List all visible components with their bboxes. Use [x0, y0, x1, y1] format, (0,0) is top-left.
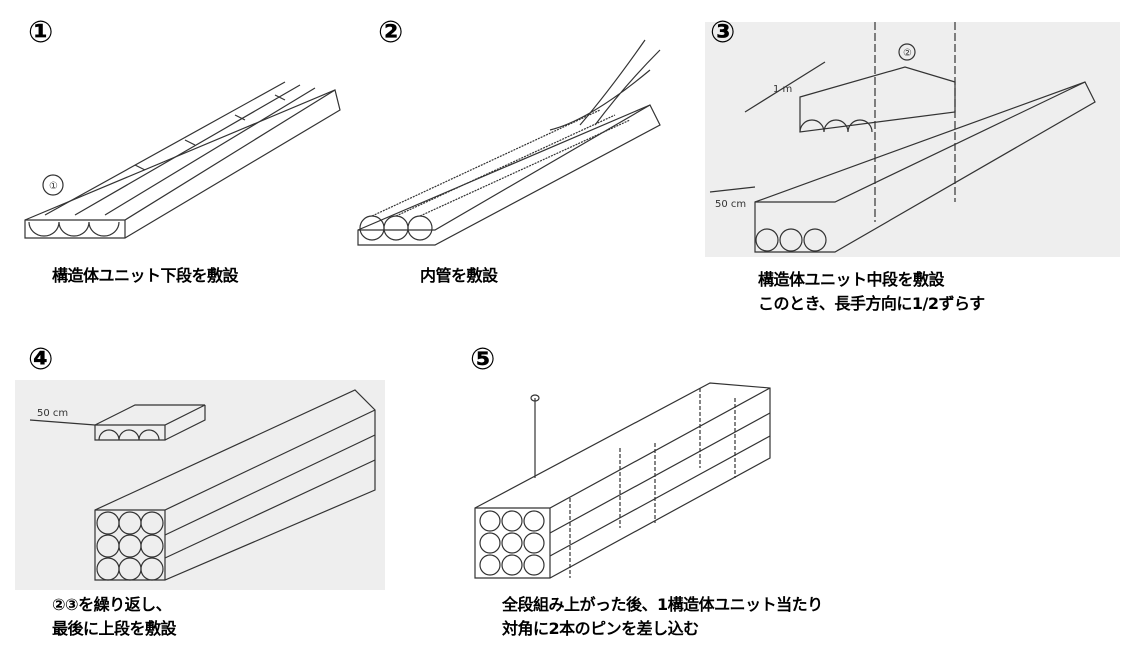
step5-caption-line1: 全段組み上がった後、1構造体ユニット当たり: [502, 595, 823, 614]
step2-caption: 内管を敷設: [420, 266, 498, 285]
step-number-4: ④: [28, 342, 54, 377]
step4-caption-line1: ②③を繰り返し、: [52, 595, 172, 614]
step4-label-50cm: 50 cm: [37, 408, 68, 419]
step-number-2: ②: [378, 15, 404, 50]
step5-illustration: [474, 382, 771, 579]
step3-caption-line2: このとき、長手方向に1/2ずらす: [758, 294, 985, 313]
step3-caption-line1: 構造体ユニット中段を敷設: [758, 270, 945, 289]
step1-label: ①: [49, 181, 58, 192]
step2-illustration: [357, 39, 661, 246]
step1-illustration: ①: [24, 81, 341, 239]
step3-label-1m: 1 m: [773, 84, 792, 95]
step3-label-50cm: 50 cm: [715, 199, 746, 210]
step-number-1: ①: [28, 15, 54, 50]
step4-illustration: 50 cm: [15, 380, 385, 590]
step-number-5: ⑤: [470, 342, 496, 377]
step1-caption: 構造体ユニット下段を敷設: [52, 266, 239, 285]
step-number-3: ③: [710, 15, 736, 50]
step3-label-circle2: ②: [903, 48, 912, 59]
step3-illustration: 1 m ② 50 cm: [705, 22, 1120, 257]
step5-caption-line2: 対角に2本のピンを差し込む: [502, 619, 699, 638]
step4-caption-line2: 最後に上段を敷設: [52, 619, 177, 638]
